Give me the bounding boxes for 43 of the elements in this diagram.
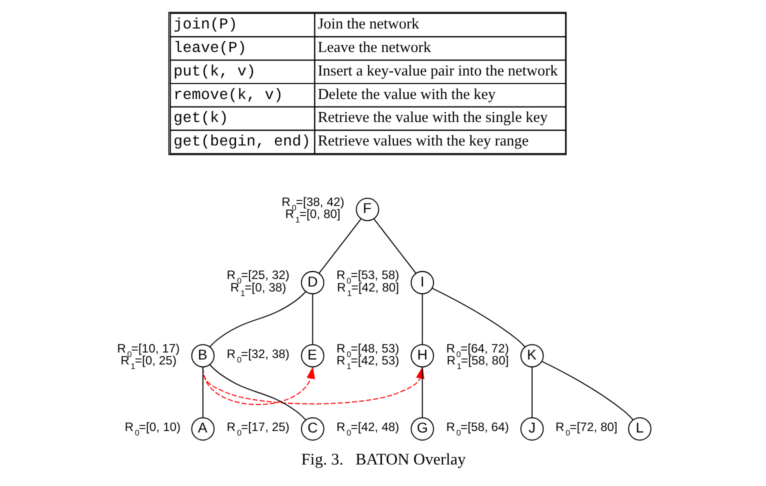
- connector: [421, 366, 422, 418]
- connector: [541, 361, 633, 420]
- connector: [312, 294, 313, 345]
- label: Leave the network: [317, 39, 430, 56]
- node-label: R$_{0}$=[0, 10): [124, 420, 180, 438]
- connector: [373, 218, 416, 274]
- node-circle: C: [300, 417, 324, 441]
- label: Retrieve the value with the single key: [317, 109, 548, 126]
- connector: [421, 294, 422, 345]
- node-circle: H: [410, 344, 434, 368]
- caption: Fig. 3. BATON Overlay: [300, 450, 466, 468]
- arrow: [202, 366, 315, 405]
- node-label: R$_{0}$=[42, 48): [336, 420, 399, 438]
- connector: [208, 291, 306, 348]
- label: Insert a key-value pair into the network: [317, 62, 558, 80]
- label: put(k, v): [172, 62, 256, 80]
- label: leave(P): [172, 39, 246, 58]
- node-circle: F: [355, 198, 379, 222]
- label: get(begin, end): [172, 132, 310, 150]
- node-circle: B: [190, 344, 214, 368]
- connector: [202, 366, 203, 418]
- connector: [208, 364, 306, 420]
- node-label: R$_{0}$=[17, 25): [226, 420, 289, 438]
- node-circle: E: [300, 344, 324, 368]
- node-label: R$_{0}$=[58, 64): [446, 420, 508, 438]
- node-circle: G: [410, 417, 434, 441]
- node-label: R$_{0}$=[32, 38): [226, 346, 289, 364]
- label: join(P): [172, 16, 237, 34]
- node-circle: D: [300, 270, 324, 294]
- node-circle: K: [520, 344, 544, 368]
- label: remove(k, v): [172, 86, 283, 104]
- node-circle: L: [628, 417, 651, 441]
- node-circle: J: [520, 417, 544, 441]
- node-circle: A: [190, 417, 214, 441]
- connector: [318, 218, 361, 274]
- label: get(k): [172, 109, 228, 128]
- connector: [531, 366, 532, 418]
- node-label: R$_{0}$=[72, 80]: [554, 420, 617, 438]
- node-circle: I: [410, 270, 434, 294]
- label: Retrieve values with the key range: [317, 132, 528, 150]
- label: Join the network: [317, 16, 419, 33]
- connector: [431, 288, 525, 348]
- label: Delete the value with the key: [317, 86, 496, 103]
